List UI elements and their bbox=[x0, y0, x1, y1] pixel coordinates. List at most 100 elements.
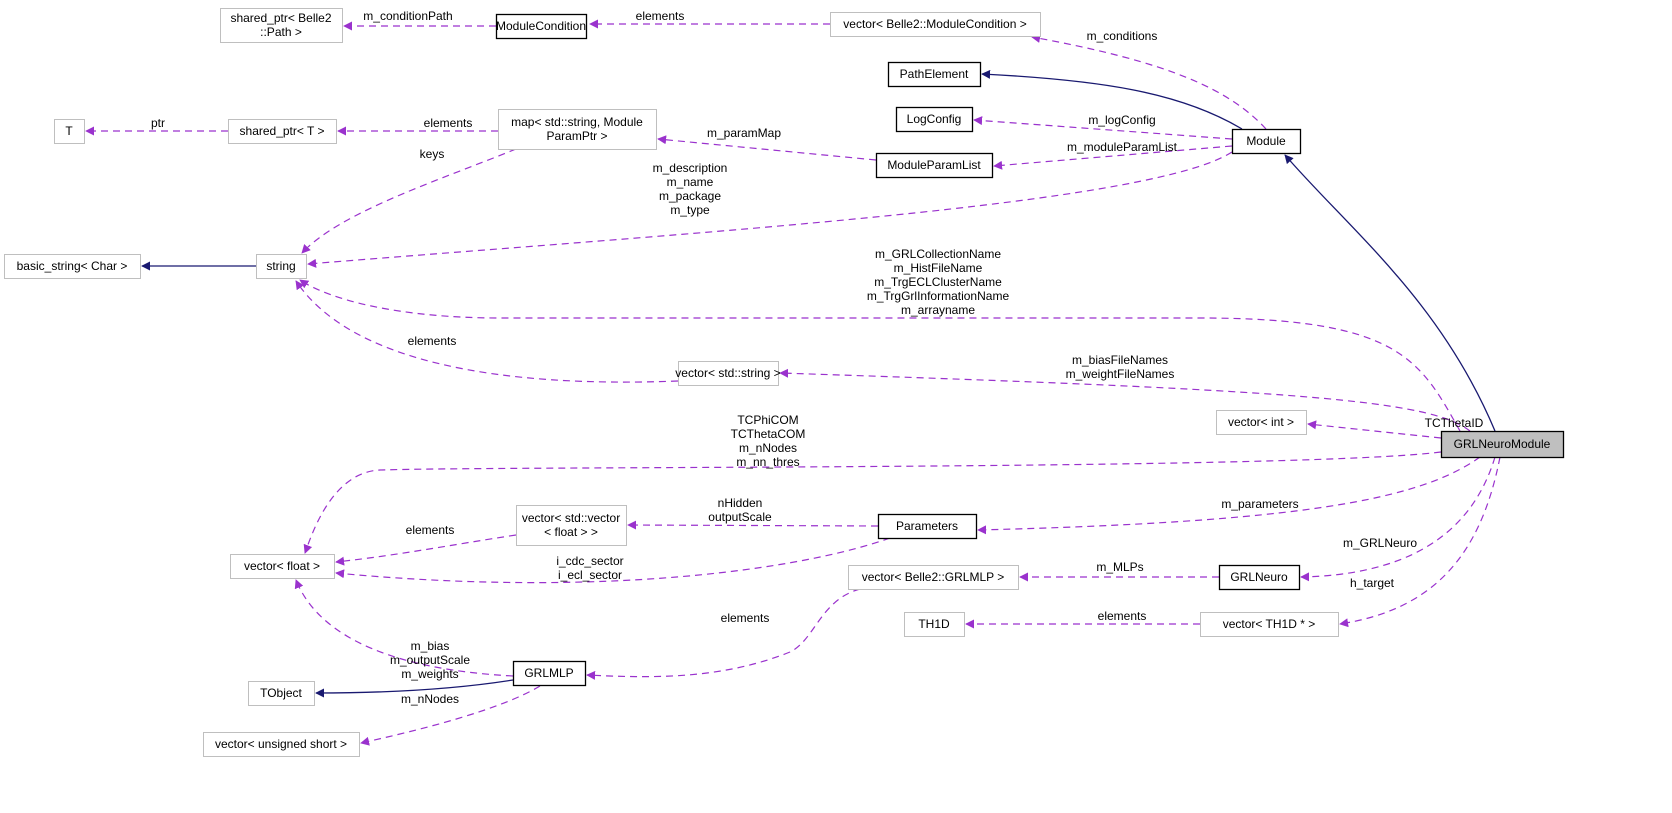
usage-edge-line bbox=[586, 588, 861, 680]
node-parameters[interactable]: Parameters bbox=[877, 513, 978, 540]
edge-module-to-modparamlist: m_moduleParamList bbox=[993, 140, 1233, 170]
edge-label: nHidden bbox=[718, 496, 763, 510]
edge-label: i_ecl_sector bbox=[558, 568, 622, 582]
node-module[interactable]: Module bbox=[1231, 128, 1302, 155]
node-label: GRLNeuroModule bbox=[1454, 437, 1551, 451]
edge-label: i_cdc_sector bbox=[556, 554, 623, 568]
node-box bbox=[512, 660, 587, 687]
node-modparamlist[interactable]: ModuleParamList bbox=[875, 152, 994, 179]
node-label: vector< Belle2::GRLMLP > bbox=[862, 570, 1005, 584]
node-box bbox=[875, 152, 994, 179]
node-label: LogConfig bbox=[907, 112, 962, 126]
node-sp_path[interactable]: shared_ptr< Belle2::Path > bbox=[220, 8, 343, 43]
node-label: < float > > bbox=[544, 525, 598, 539]
node-vec_vec_float[interactable]: vector< std::vector< float > > bbox=[516, 505, 627, 546]
node-box bbox=[848, 565, 1019, 590]
inherit-edge-line bbox=[981, 69, 1243, 130]
nodes: shared_ptr< Belle2::Path > ModuleConditio… bbox=[4, 8, 1565, 757]
edge-label: m_HistFileName bbox=[894, 261, 983, 275]
node-vec_float[interactable]: vector< float > bbox=[230, 554, 335, 579]
usage-edge-line bbox=[779, 368, 1471, 432]
edge-map-to-sp_T: elements bbox=[337, 116, 498, 136]
node-box bbox=[877, 513, 978, 540]
edge-grlmlp-to-vec_ushort: m_nNodes bbox=[360, 685, 541, 746]
edge-label: h_target bbox=[1350, 576, 1395, 590]
usage-edge-line bbox=[301, 148, 517, 254]
usage-edge-line bbox=[993, 145, 1233, 170]
node-vec_string[interactable]: vector< std::string > bbox=[675, 361, 781, 386]
node-th1d[interactable]: TH1D bbox=[904, 612, 965, 637]
edge-label: m_type bbox=[670, 203, 710, 217]
node-label: shared_ptr< Belle2 bbox=[230, 11, 331, 25]
node-label: Parameters bbox=[896, 519, 958, 533]
node-label: ParamPtr > bbox=[546, 129, 607, 143]
usage-edge-line bbox=[360, 685, 541, 746]
node-label: Module bbox=[1246, 134, 1286, 148]
node-grlmlp[interactable]: GRLMLP bbox=[512, 660, 587, 687]
edge-label: outputScale bbox=[708, 510, 772, 524]
node-box bbox=[904, 612, 965, 637]
node-logconfig[interactable]: LogConfig bbox=[895, 106, 974, 133]
edge-label: m_parameters bbox=[1221, 497, 1298, 511]
edge-label: m_paramMap bbox=[707, 126, 781, 140]
inherit-edge-line bbox=[315, 679, 514, 698]
usage-edge-line bbox=[303, 451, 1442, 554]
edge-label: elements bbox=[406, 523, 455, 537]
edge-label: elements bbox=[636, 9, 685, 23]
node-vec_int[interactable]: vector< int > bbox=[1216, 410, 1307, 435]
node-basic_string[interactable]: basic_string< Char > bbox=[4, 254, 141, 279]
node-label: vector< TH1D * > bbox=[1223, 617, 1315, 631]
edge-vec_vec_float-to-vec_float: elements bbox=[335, 523, 517, 566]
usage-edge-line bbox=[307, 151, 1233, 268]
edge-grlneuromodule-to-module bbox=[1284, 154, 1496, 432]
edge-label: TCThetaCOM bbox=[731, 427, 806, 441]
node-box bbox=[498, 109, 657, 150]
edge-label: elements bbox=[721, 611, 770, 625]
node-tobject[interactable]: TObject bbox=[248, 681, 315, 706]
edge-label: m_nn_thres bbox=[736, 455, 799, 469]
edge-grlneuromodule-to-vec_th1d: h_target bbox=[1339, 456, 1501, 628]
node-label: GRLMLP bbox=[524, 666, 573, 680]
node-box bbox=[895, 106, 974, 133]
node-sp_T[interactable]: shared_ptr< T > bbox=[228, 119, 337, 144]
node-vec_th1d[interactable]: vector< TH1D * > bbox=[1200, 612, 1339, 637]
node-box bbox=[4, 254, 141, 279]
usage-edge-line bbox=[294, 579, 514, 677]
edge-label: m_nNodes bbox=[401, 692, 459, 706]
edge-vec_grlmlp-to-grlmlp: elements bbox=[586, 588, 861, 680]
edge-label: elements bbox=[1098, 609, 1147, 623]
edge-vec_string-to-string: elements bbox=[295, 280, 679, 383]
node-box bbox=[1216, 410, 1307, 435]
node-grlneuromodule[interactable]: GRLNeuroModule bbox=[1440, 430, 1565, 459]
usage-edge-line bbox=[1031, 34, 1267, 130]
node-vec_ushort[interactable]: vector< unsigned short > bbox=[203, 732, 360, 757]
node-grlneuro[interactable]: GRLNeuro bbox=[1218, 564, 1301, 591]
usage-edge-line bbox=[1300, 456, 1496, 582]
node-box bbox=[228, 119, 337, 144]
node-T[interactable]: T bbox=[54, 119, 85, 144]
node-pathelement[interactable]: PathElement bbox=[887, 61, 982, 88]
node-vec_modcond[interactable]: vector< Belle2::ModuleCondition > bbox=[830, 12, 1041, 37]
node-string[interactable]: string bbox=[256, 254, 307, 279]
node-label: T bbox=[65, 124, 73, 138]
edge-label: m_description bbox=[653, 161, 728, 175]
edge-label: m_weightFileNames bbox=[1066, 367, 1175, 381]
node-label: ModuleCondition bbox=[496, 19, 586, 33]
node-label: TObject bbox=[260, 686, 302, 700]
node-vec_grlmlp[interactable]: vector< Belle2::GRLMLP > bbox=[848, 565, 1019, 590]
usage-edge-line bbox=[1307, 420, 1442, 439]
edge-label: m_biasFileNames bbox=[1072, 353, 1168, 367]
edge-label: m_nNodes bbox=[739, 441, 797, 455]
edge-sp_T-to-T: ptr bbox=[85, 116, 228, 136]
edge-grlneuro-to-vec_grlmlp: m_MLPs bbox=[1019, 560, 1219, 582]
edge-grlmlp-to-tobject bbox=[315, 679, 514, 698]
edge-label: m_GRLNeuro bbox=[1343, 536, 1417, 550]
edge-label: m_arrayname bbox=[901, 303, 975, 317]
edge-grlneuromodule-to-string: m_GRLCollectionNamem_HistFileNamem_TrgEC… bbox=[299, 247, 1461, 432]
node-modcond[interactable]: ModuleCondition bbox=[495, 13, 588, 40]
edge-label: m_conditionPath bbox=[363, 9, 452, 23]
